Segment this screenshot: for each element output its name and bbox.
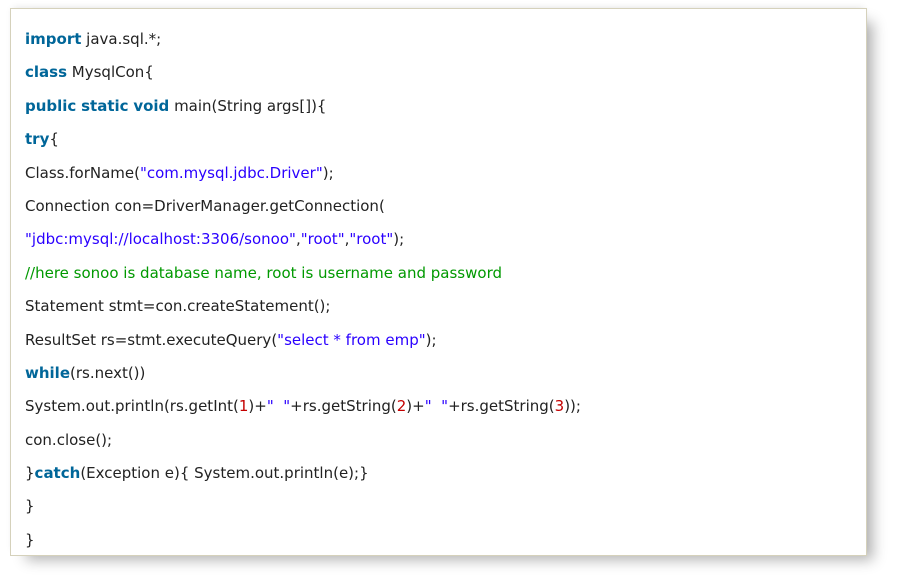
code-token-plain: )+ (248, 397, 267, 416)
code-token-plain: MysqlCon{ (67, 63, 154, 82)
code-line: class MysqlCon{ (25, 56, 856, 89)
code-token-string: "root" (300, 230, 345, 249)
code-token-plain: , (295, 230, 301, 249)
code-token-plain: )+ (406, 397, 425, 416)
code-line: Class.forName("com.mysql.jdbc.Driver"); (25, 157, 856, 190)
code-token-plain: ResultSet rs=stmt.executeQuery( (25, 330, 278, 349)
java-code-listing: import java.sql.*;class MysqlCon{public … (11, 9, 866, 557)
code-line: } (25, 490, 856, 523)
code-token-keyword: import (25, 30, 82, 48)
code-token-string: "select * from emp" (277, 330, 426, 349)
code-token-plain: System.out.println(rs.getInt( (25, 397, 239, 416)
code-line: try{ (25, 123, 856, 156)
code-token-plain: Class.forName( (25, 163, 140, 182)
code-line: public static void main(String args[]){ (25, 90, 856, 123)
code-token-plain: { (49, 130, 59, 149)
code-line: import java.sql.*; (25, 23, 856, 56)
code-token-number: 1 (238, 397, 249, 416)
code-token-keyword: public (25, 96, 77, 115)
code-token-plain: ); (393, 230, 405, 249)
code-line: ResultSet rs=stmt.executeQuery("select *… (25, 324, 856, 357)
code-panel: import java.sql.*;class MysqlCon{public … (10, 8, 867, 556)
code-token-plain: (Exception e){ System.out.println(e);} (80, 464, 369, 483)
code-token-plain: } (25, 497, 35, 516)
code-token-keyword: static (81, 96, 129, 115)
code-line: while(rs.next()) (25, 357, 856, 390)
code-line: System.out.println(rs.getInt(1)+" "+rs.g… (25, 390, 856, 423)
code-token-keyword: void (133, 96, 170, 115)
code-token-plain: } (25, 530, 35, 549)
code-token-keyword: try (25, 130, 50, 149)
code-line: }catch(Exception e){ System.out.println(… (25, 457, 856, 490)
code-token-string: "com.mysql.jdbc.Driver" (139, 163, 323, 182)
code-token-plain: +rs.getString( (290, 397, 397, 416)
code-line: Statement stmt=con.createStatement(); (25, 290, 856, 323)
code-token-plain: ); (425, 330, 437, 349)
code-line: Connection con=DriverManager.getConnecti… (25, 190, 856, 223)
code-token-plain: Connection con=DriverManager.getConnecti… (25, 196, 385, 215)
code-token-keyword: catch (34, 464, 81, 483)
code-token-plain: main(String args[]){ (169, 96, 327, 115)
code-token-string: "jdbc:mysql://localhost:3306/sonoo" (25, 230, 296, 249)
code-token-string: " " (266, 397, 291, 416)
code-token-number: 3 (554, 397, 565, 416)
code-token-plain: , (344, 230, 350, 249)
code-token-number: 2 (396, 397, 407, 416)
code-token-plain: con.close(); (25, 430, 113, 449)
code-token-plain: } (25, 464, 35, 483)
code-token-plain: java.sql.*; (81, 30, 162, 48)
code-token-keyword: while (25, 363, 70, 382)
code-token-comment: //here sonoo is database name, root is u… (25, 263, 502, 282)
code-token-keyword: class (25, 63, 68, 82)
code-token-plain: )); (564, 397, 581, 416)
code-token-plain: (rs.next()) (70, 363, 146, 382)
code-token-plain: Statement stmt=con.createStatement(); (25, 297, 331, 316)
code-line: con.close(); (25, 424, 856, 457)
code-token-string: "root" (349, 230, 394, 249)
code-token-string: " " (424, 397, 449, 416)
code-line: "jdbc:mysql://localhost:3306/sonoo","roo… (25, 223, 856, 256)
code-line: //here sonoo is database name, root is u… (25, 257, 856, 290)
code-token-plain: ); (322, 163, 334, 182)
code-token-plain: +rs.getString( (448, 397, 555, 416)
code-line: } (25, 524, 856, 557)
